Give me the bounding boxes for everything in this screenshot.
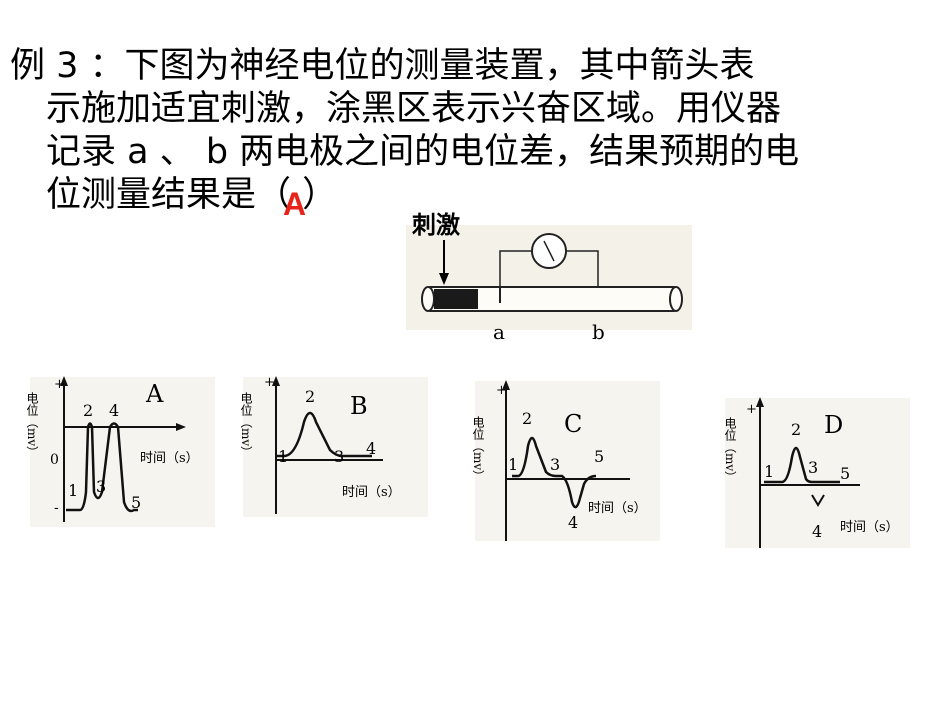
question-line-1: 例 3 ：下图为神经电位的测量装置，其中箭头表 [10,46,755,86]
potential-curve [66,422,138,513]
electrode-b-label: b [592,320,605,344]
question-line-3: 记录 a 、 b 两电极之间的电位差，结果预期的电 [46,132,800,172]
excited-region [434,289,478,309]
y-axis-arrow [756,397,764,407]
point-label: 1 [68,481,78,500]
point-label: 3 [808,458,818,477]
option-d-graph: + 电位（mv） 时间（s） D 1 2 3 4 5 [723,397,910,548]
point-label: 4 [568,513,578,532]
point-label: 1 [278,447,288,466]
x-axis-arrow [176,423,186,431]
point-label: 1 [508,455,518,474]
potential-curve [764,446,840,484]
y-axis-arrow [502,380,510,390]
point-label: 2 [305,387,315,406]
option-c-graph: + 电位（mv） 时间（s） C 1 2 3 4 5 [471,380,660,541]
point-label: 4 [109,401,119,420]
y-axis-arrow [60,376,68,386]
y-axis-arrow [272,376,280,386]
point-label: 5 [840,464,850,483]
x-axis-label: 时间（s） [342,485,401,500]
option-letter: A [145,380,164,408]
plus-label: + [264,375,275,390]
nerve-fiber-start [421,286,435,312]
plus-label: + [746,402,757,417]
point-label: 2 [522,409,532,428]
point-label: 5 [131,493,141,512]
question-line-4: 位测量结果是（ ） [46,175,338,215]
measurement-apparatus-diagram: 刺激 a b [406,210,692,344]
point-label: 2 [791,420,801,439]
y-axis-label: 电位（mv） [723,417,737,484]
minus-label: - [54,500,59,516]
x-axis-label: 时间（s） [840,520,899,535]
point-label: 1 [764,462,774,481]
potential-curve [276,411,372,458]
electrode-b-wire [567,250,599,287]
x-axis-label: 时间（s） [140,451,199,466]
x-axis-label: 时间（s） [588,501,647,516]
point-label: 2 [83,401,93,420]
y-axis-label: 电位（mv） [239,392,253,459]
stimulus-label: 刺激 [412,210,460,239]
answer-mark: A [283,186,307,222]
option-a-graph: + 0 - 电位（mv） 时间（s） A 1 2 3 4 5 [25,376,215,527]
potential-curve [512,436,597,509]
point-label: 4 [366,439,376,458]
plus-label: + [54,377,65,392]
y-axis-label: 电位（mv） [25,392,39,459]
plus-label: + [496,383,507,398]
option-b-graph: + 电位（mv） 时间（s） B 1 2 3 4 [239,375,428,517]
electrode-a-label: a [493,320,505,344]
option-letter: D [824,411,843,439]
question-line-2: 示施加适宜刺激，涂黑区表示兴奋区域。用仪器 [46,89,782,129]
electrode-a-wire [499,250,531,299]
option-letter: C [564,410,582,438]
nerve-fiber-end [669,286,683,312]
potential-dip [811,494,825,507]
zero-label: 0 [50,452,59,468]
y-axis-label: 电位（mv） [471,416,485,483]
point-label: 4 [812,522,822,541]
point-label: 3 [334,447,344,466]
stimulus-arrow-head [439,273,449,285]
point-label: 3 [550,455,560,474]
point-label: 3 [96,477,106,496]
option-letter: B [350,392,368,420]
galvanometer-needle [543,240,555,262]
point-label: 5 [594,447,604,466]
